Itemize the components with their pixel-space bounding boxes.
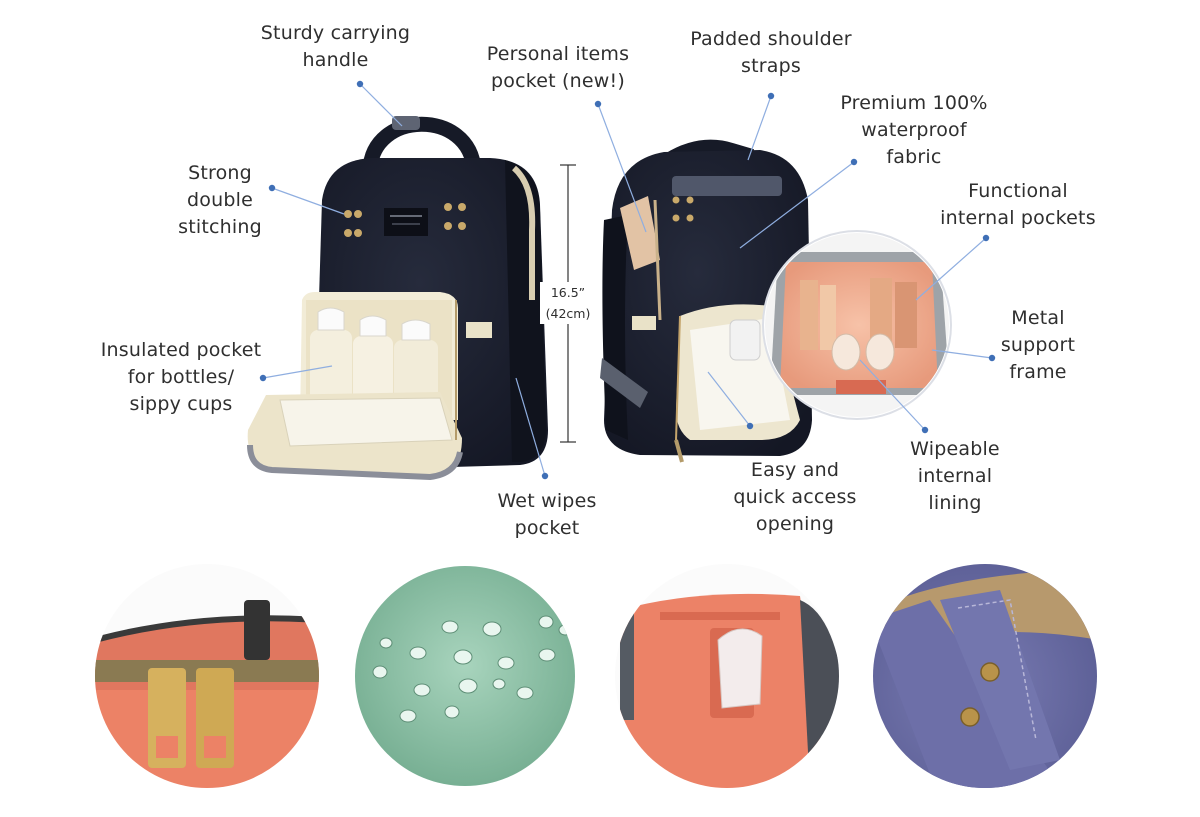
height-dimension <box>540 164 596 443</box>
label-personal-items-pocket: Personal items pocket (new!) <box>486 43 630 92</box>
label-waterproof-fabric: Premium 100% waterproof fabric <box>840 92 988 168</box>
front-backpack <box>247 116 548 481</box>
label-padded-shoulder-straps: Padded shoulder straps <box>690 28 852 77</box>
interior-inset <box>762 230 952 420</box>
detail-tissue-pocket-photo <box>615 564 839 788</box>
label-easy-access-opening: Easy and quick access opening <box>733 459 857 535</box>
label-functional-internal-pockets: Functional internal pockets <box>940 180 1096 229</box>
label-wipeable-lining: Wipeable internal lining <box>910 438 1000 514</box>
callout-lines <box>259 80 996 480</box>
label-wet-wipes-pocket: Wet wipes pocket <box>497 490 597 539</box>
label-metal-support-frame: Metal support frame <box>1000 307 1076 383</box>
detail-zipper-photo <box>95 564 319 788</box>
detail-denim-rivets-photo <box>873 564 1097 788</box>
label-double-stitching: Strong double stitching <box>178 162 262 238</box>
handle-grip <box>392 116 420 130</box>
label-carrying-handle: Sturdy carrying handle <box>260 22 411 71</box>
height-dimension-label: 16.5” (42cm) <box>545 285 591 321</box>
label-insulated-pocket: Insulated pocket for bottles/ sippy cups <box>100 339 262 415</box>
detail-waterproof-photo <box>355 566 575 786</box>
